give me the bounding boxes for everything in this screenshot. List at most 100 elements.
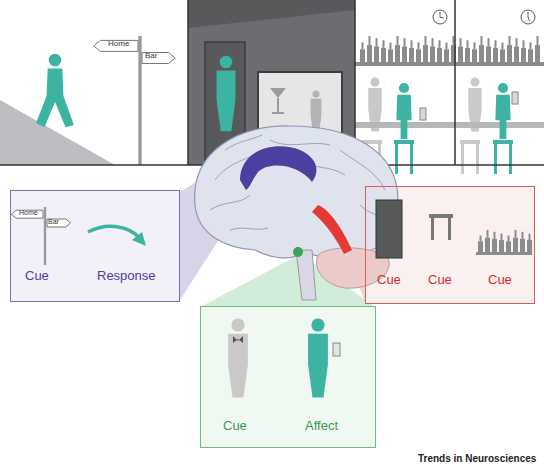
bottle-neck bbox=[376, 38, 378, 46]
clock bbox=[521, 10, 535, 24]
stool-leg bbox=[476, 144, 479, 174]
body bbox=[217, 70, 236, 131]
caudate-striatum bbox=[240, 146, 316, 190]
bottle-row bbox=[360, 36, 540, 62]
head bbox=[399, 83, 409, 93]
bottle bbox=[367, 45, 372, 62]
outcome-label: Affect bbox=[305, 419, 338, 433]
bottle bbox=[409, 48, 414, 62]
journal-credit: Trends in Neurosciences bbox=[418, 453, 536, 464]
signpost bbox=[11, 207, 70, 265]
bottle-neck bbox=[509, 36, 511, 45]
scene-walk bbox=[0, 36, 175, 165]
bottle-row bbox=[478, 230, 532, 252]
bottle-neck bbox=[522, 232, 524, 239]
bottle-neck bbox=[369, 36, 371, 45]
bottle bbox=[458, 47, 463, 62]
bottle bbox=[388, 49, 393, 62]
bottle-neck bbox=[494, 232, 496, 239]
outcome-label: Response bbox=[97, 269, 156, 283]
stool-seat bbox=[493, 140, 513, 144]
bottle bbox=[493, 48, 498, 62]
glass bbox=[512, 92, 518, 104]
arrowhead bbox=[132, 232, 146, 246]
bottle-neck bbox=[523, 40, 525, 48]
body bbox=[396, 95, 411, 139]
bottle-neck bbox=[362, 43, 364, 50]
bottle-neck bbox=[537, 36, 539, 45]
stool-leg bbox=[494, 144, 497, 174]
gyri bbox=[210, 135, 390, 230]
clock bbox=[433, 10, 447, 24]
bottle bbox=[492, 239, 497, 252]
bottle bbox=[507, 45, 512, 62]
bottle-neck bbox=[390, 43, 392, 50]
bottle-neck bbox=[487, 230, 489, 238]
bar-room bbox=[355, 0, 544, 165]
bottle bbox=[416, 49, 421, 62]
bottle-neck bbox=[467, 40, 469, 48]
bottle bbox=[521, 48, 526, 62]
cue-label: Cue bbox=[25, 269, 49, 283]
glass bbox=[420, 108, 426, 120]
head bbox=[471, 78, 480, 87]
bottle-neck bbox=[460, 38, 462, 46]
panel-divider bbox=[454, 0, 456, 165]
sign-text: Home bbox=[108, 40, 129, 49]
bottle-neck bbox=[411, 40, 413, 48]
bottle bbox=[374, 47, 379, 62]
bottle bbox=[520, 239, 525, 252]
bow-tie bbox=[233, 336, 243, 343]
box-ground bbox=[365, 186, 535, 304]
bottle bbox=[527, 240, 532, 252]
bottle-neck bbox=[481, 36, 483, 45]
head bbox=[220, 56, 233, 69]
sign-home bbox=[94, 40, 138, 51]
bottle-neck bbox=[432, 38, 434, 46]
seated-person bbox=[396, 83, 411, 139]
person-at-door bbox=[217, 56, 236, 132]
cerebrum bbox=[195, 126, 398, 258]
body bbox=[36, 68, 74, 127]
bottle-neck bbox=[488, 38, 490, 46]
window bbox=[258, 72, 342, 134]
gyrus bbox=[210, 195, 250, 210]
bottle bbox=[395, 45, 400, 62]
door-icon bbox=[376, 200, 402, 258]
clock-hand bbox=[528, 17, 529, 21]
stool-seat bbox=[394, 140, 414, 144]
bottle bbox=[514, 47, 519, 62]
drinking-person bbox=[495, 83, 510, 139]
shelf bbox=[476, 252, 532, 255]
drinker bbox=[308, 318, 328, 397]
bottle-neck bbox=[383, 40, 385, 48]
signpost bbox=[94, 36, 175, 165]
cue-label: Cue bbox=[488, 273, 512, 287]
bottle bbox=[513, 238, 518, 252]
cue-label: Cue bbox=[377, 273, 401, 287]
region-box: Cue Response bbox=[10, 190, 180, 302]
bottle bbox=[444, 49, 449, 62]
bottle-neck bbox=[397, 36, 399, 45]
sign-text: Bar bbox=[145, 52, 157, 61]
bottle bbox=[500, 49, 505, 62]
head bbox=[371, 78, 380, 87]
bottle-neck bbox=[453, 36, 455, 45]
response-arrow bbox=[88, 226, 140, 238]
bottle-neck bbox=[439, 40, 441, 48]
body bbox=[228, 334, 248, 398]
head bbox=[231, 318, 244, 331]
body bbox=[308, 334, 328, 398]
bottle-neck bbox=[446, 43, 448, 50]
bottle-neck bbox=[529, 234, 531, 240]
bottle-neck bbox=[480, 236, 482, 242]
bottle-neck bbox=[425, 36, 427, 45]
cue-response-art bbox=[11, 207, 146, 265]
gyrus bbox=[340, 150, 385, 190]
bottle-neck bbox=[508, 236, 510, 242]
panel-divider bbox=[187, 0, 189, 165]
cue-art bbox=[376, 200, 532, 258]
box-ground bbox=[10, 190, 180, 302]
bottle bbox=[485, 238, 490, 252]
